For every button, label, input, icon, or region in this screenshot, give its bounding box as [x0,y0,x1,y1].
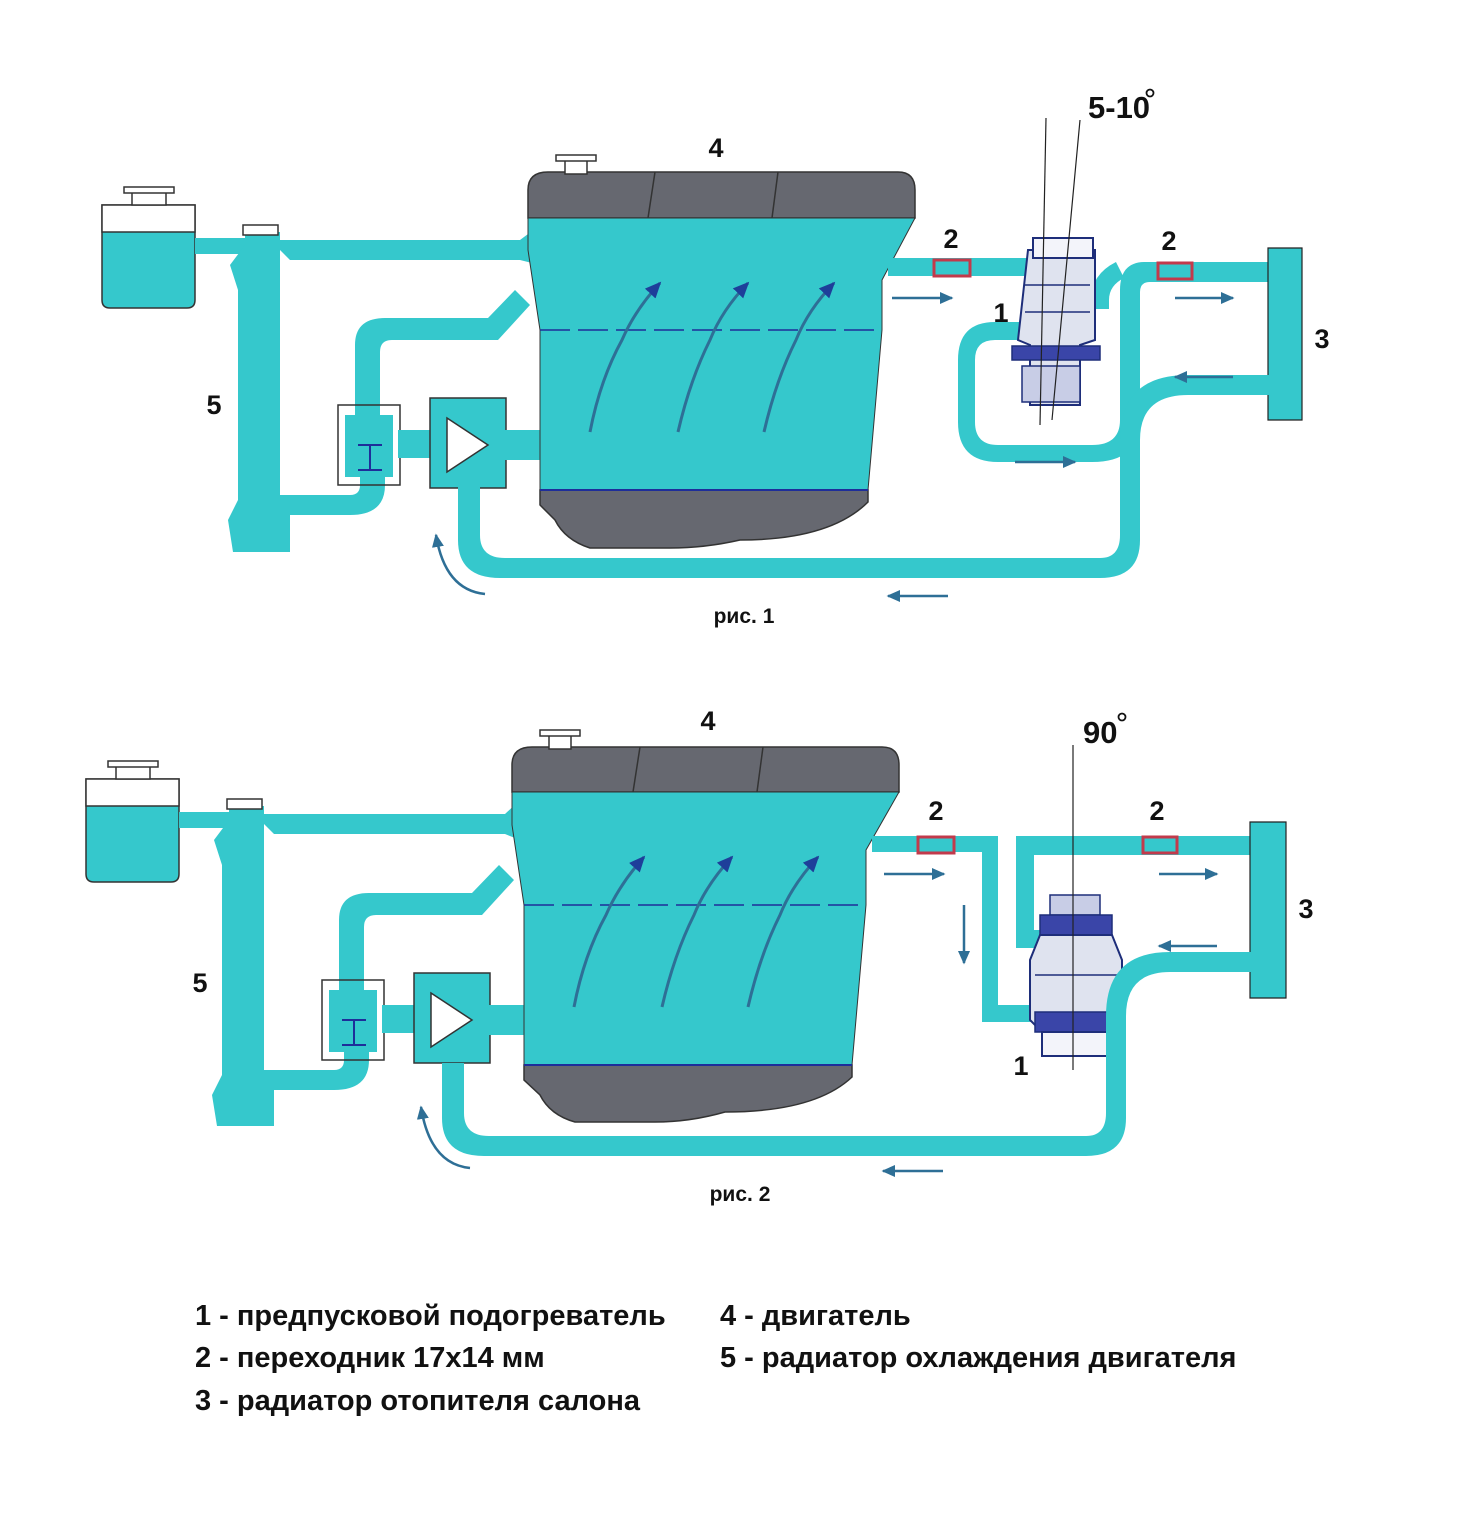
angle-value: 90 [1083,715,1117,750]
legend-item-5: 5 - радиатор охлаждения двигателя [720,1342,1237,1374]
label-engine-radiator: 5 [206,390,221,420]
pre-start-heater [1029,894,1123,1057]
label-cabin-radiator: 3 [1298,894,1313,924]
label-engine-radiator: 5 [192,968,207,998]
label-adapter-left: 2 [928,796,943,826]
degree-sign-icon [1145,88,1155,98]
legend-item-3: 3 - радиатор отопителя салона [195,1385,641,1417]
figure-2: 4 2 2 1 3 5 90 рис. 2 [85,706,1314,1206]
figure-caption: рис. 2 [710,1183,771,1206]
expansion-tank [85,760,180,883]
legend-item-4: 4 - двигатель [720,1300,911,1332]
engine-block [527,154,916,549]
angle-annotation: 5-10 [1088,88,1155,125]
figure-1: 4 2 2 1 3 5 5-10 рис. 1 [101,88,1330,628]
pre-start-heater [1011,237,1101,406]
thermostat [321,979,385,1061]
label-cabin-radiator: 3 [1314,324,1329,354]
figure-caption: рис. 1 [714,605,775,628]
label-engine: 4 [700,706,715,736]
label-adapter-left: 2 [943,224,958,254]
legend: 1 - предпусковой подогреватель 2 - перех… [195,1300,1295,1450]
angle-annotation: 90 [1083,712,1127,750]
label-adapter-right: 2 [1149,796,1164,826]
expansion-tank [101,186,196,309]
engine-radiator [228,224,290,552]
thermostat [337,404,401,486]
angle-line-tilted [1051,119,1081,421]
label-adapter-right: 2 [1161,226,1176,256]
label-heater: 1 [993,298,1008,328]
water-pump [413,972,529,1064]
angle-line-vertical [1039,117,1047,426]
label-heater: 1 [1013,1051,1028,1081]
label-engine: 4 [708,133,723,163]
degree-sign-icon [1117,712,1127,722]
engine-block [511,729,900,1123]
engine-radiator [212,798,274,1126]
angle-value: 5-10 [1088,90,1150,125]
legend-item-2: 2 - переходник 17х14 мм [195,1342,545,1374]
water-pump [429,397,545,489]
legend-item-1: 1 - предпусковой подогреватель [195,1300,666,1332]
